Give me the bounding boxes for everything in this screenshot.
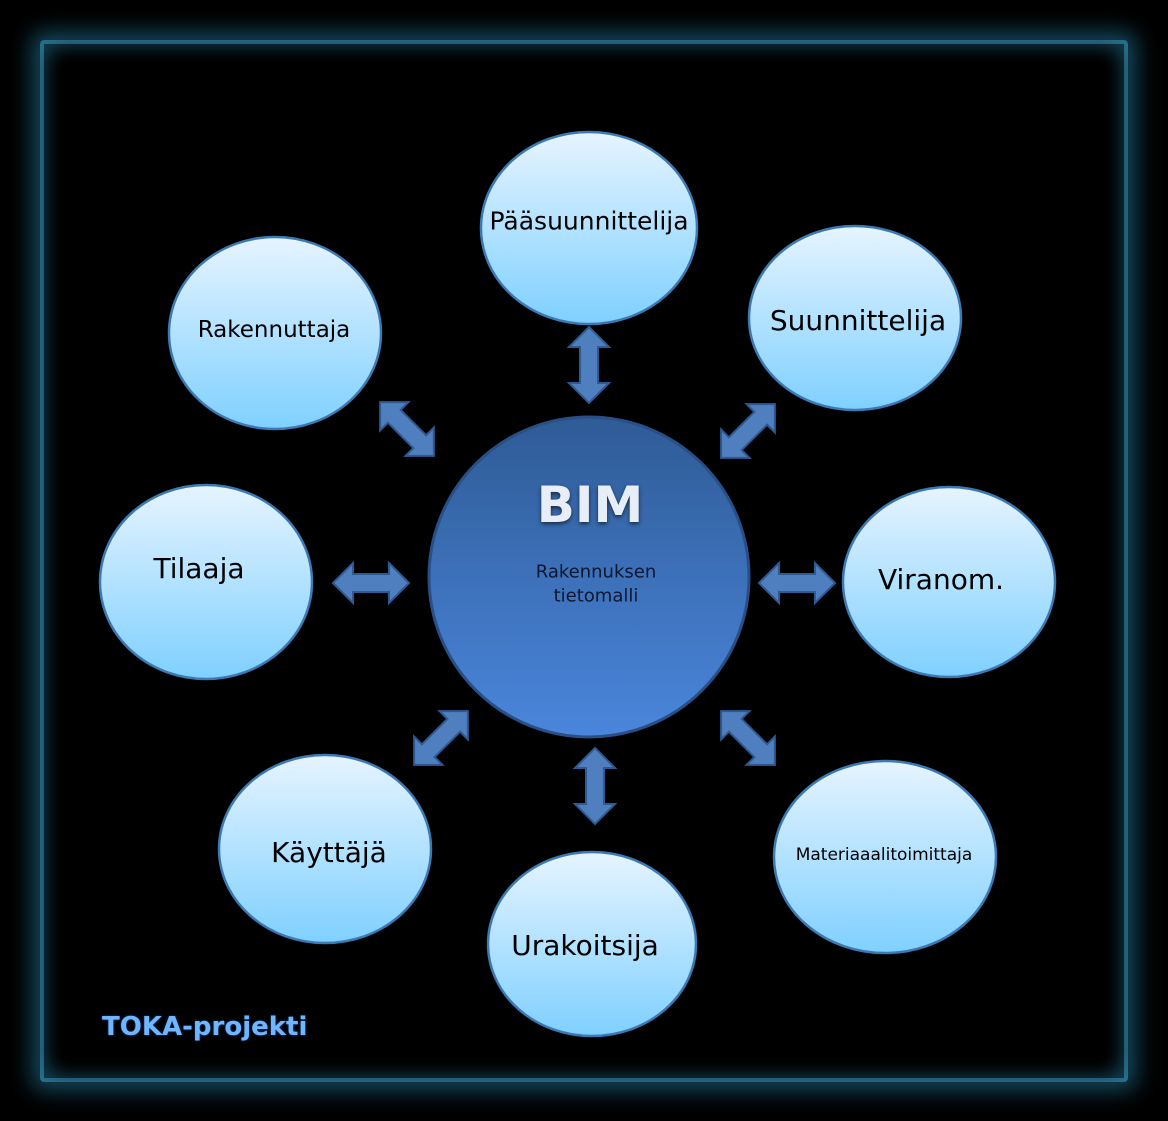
- node-circle-materiaalitoimittaja: [772, 759, 998, 955]
- node-circle-viranom: [841, 485, 1057, 679]
- node-label-tilaaja: Tilaaja: [153, 551, 245, 585]
- node-circle-urakoitsija: [486, 850, 698, 1038]
- double-arrow-kayttaja: [413, 710, 469, 766]
- node-circle-rakennuttaja: [167, 235, 383, 431]
- node-label-kayttaja: Käyttäjä: [271, 835, 387, 869]
- node-label-paasuunnittelija: Pääsuunnittelija: [489, 206, 689, 236]
- double-arrow-materiaalitoimittaja: [720, 710, 776, 766]
- double-arrow-tilaaja: [331, 560, 411, 606]
- node-label-suunnittelija: Suunnittelija: [769, 303, 947, 337]
- footer-project-label: TOKA-projekti: [102, 1012, 308, 1042]
- node-circle-paasuunnittelija: [479, 130, 699, 326]
- double-arrow-rakennuttaja: [379, 401, 435, 457]
- hub-title: BIM: [536, 476, 644, 534]
- connector-arrows: [331, 325, 837, 826]
- double-arrow-suunnittelija: [720, 403, 776, 459]
- node-circle-kayttaja: [217, 753, 433, 945]
- hub-subtitle-line1: Rakennuksen: [535, 561, 657, 583]
- hub-subtitle: Rakennuksen tietomalli: [536, 561, 657, 610]
- glow-frame: [40, 40, 1128, 1082]
- node-label-urakoitsija: Urakoitsija: [511, 928, 659, 962]
- double-arrow-urakoitsija: [572, 746, 618, 826]
- node-label-rakennuttaja: Rakennuttaja: [197, 316, 351, 343]
- hub-subtitle-line2: tietomalli: [553, 586, 639, 607]
- node-label-viranom: Viranom.: [877, 562, 1005, 596]
- node-circles: [98, 130, 1057, 1038]
- node-circle-suunnittelija: [747, 224, 963, 412]
- node-circle-tilaaja: [98, 483, 314, 681]
- double-arrow-paasuunnittelija: [566, 325, 612, 405]
- hub-circle: [427, 415, 751, 739]
- node-label-materiaalitoimittaja: Materiaaalitoimittaja: [795, 845, 973, 866]
- double-arrow-viranom: [757, 560, 837, 606]
